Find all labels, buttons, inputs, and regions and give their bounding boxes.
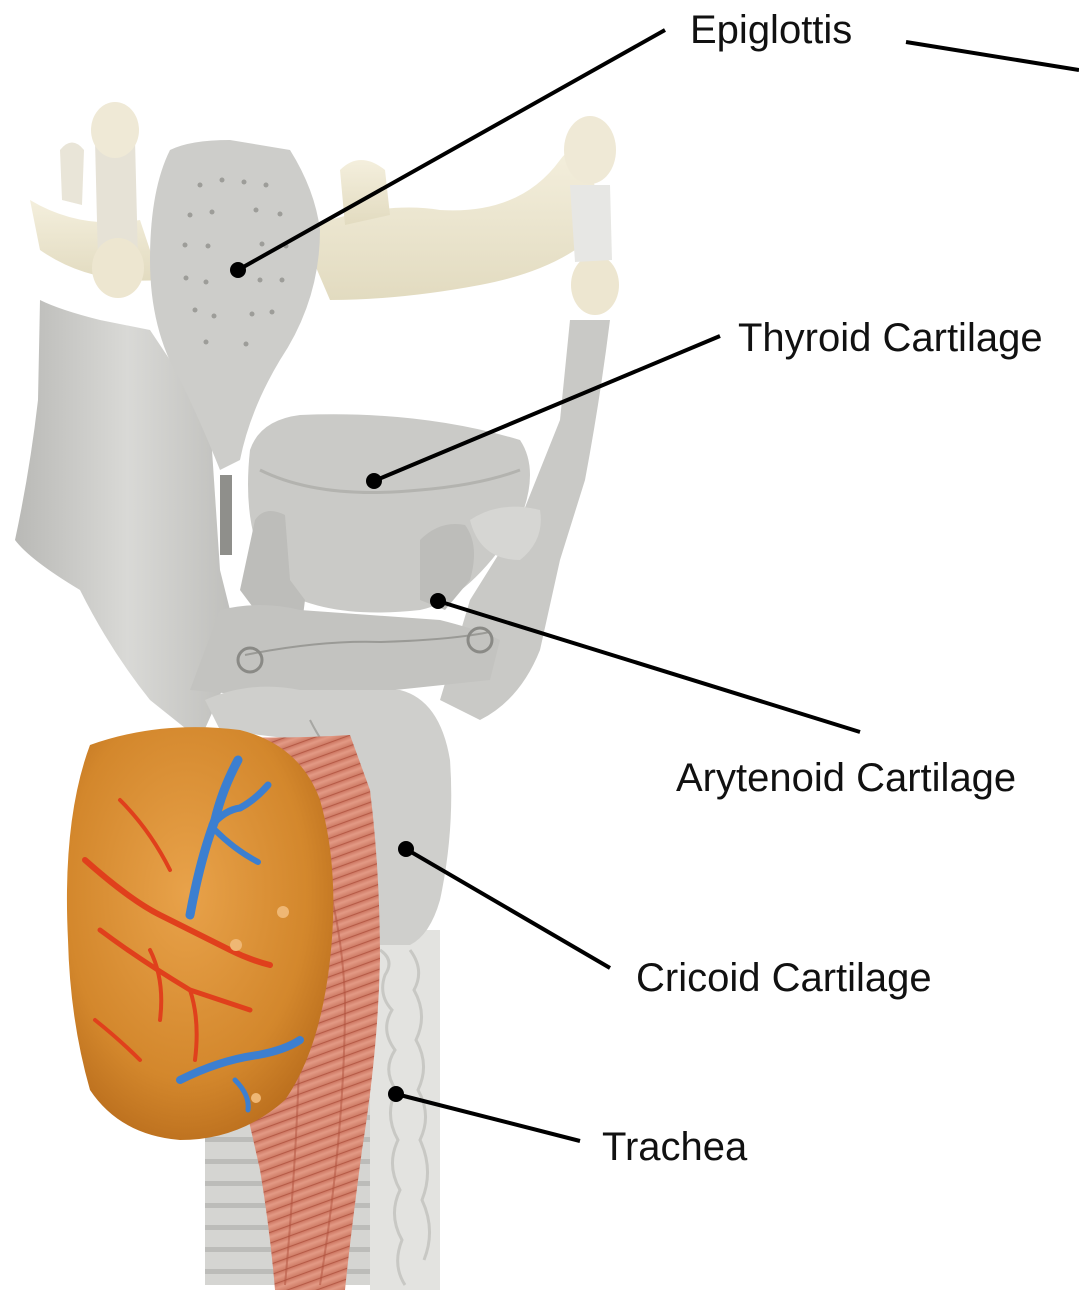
epiglottis-right-leader-line xyxy=(906,42,1079,70)
thyroid-cartilage-dot xyxy=(366,473,382,489)
cricoid-cartilage-label: Cricoid Cartilage xyxy=(636,958,932,998)
hyoid-bone-shape xyxy=(30,102,619,315)
trachea-label: Trachea xyxy=(602,1127,747,1167)
thyroid-cartilage-label: Thyroid Cartilage xyxy=(738,318,1043,358)
thyroid-gland-shape xyxy=(67,727,333,1140)
epiglottis-dot xyxy=(230,262,246,278)
epiglottis-label: Epiglottis xyxy=(690,10,852,50)
arytenoid-cartilage-dot xyxy=(430,593,446,609)
trachea-dot xyxy=(388,1086,404,1102)
arytenoid-cartilage-label: Arytenoid Cartilage xyxy=(676,758,1016,798)
cricoid-cartilage-dot xyxy=(398,841,414,857)
